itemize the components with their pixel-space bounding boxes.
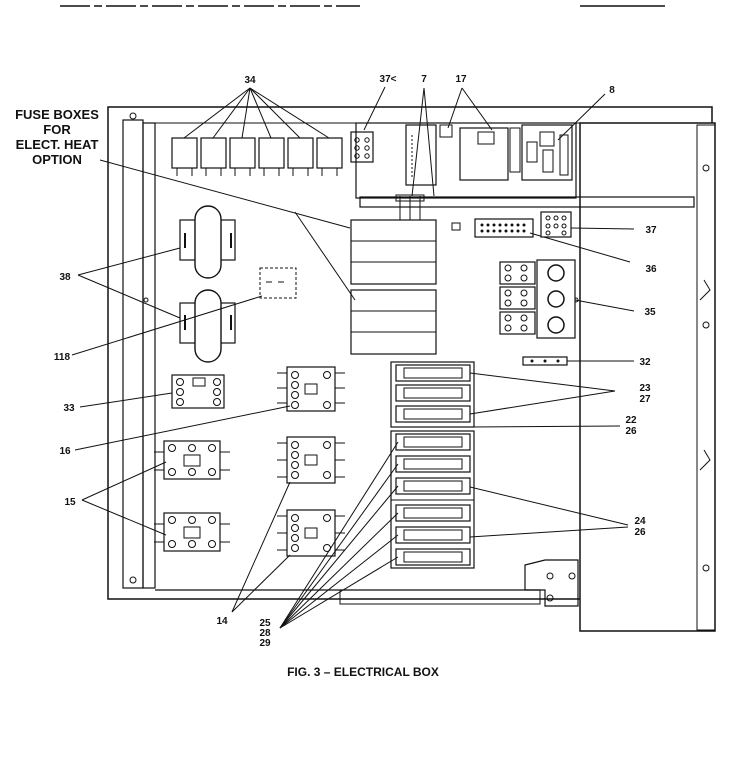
transformer-38-lower: [179, 289, 236, 363]
leader-25-28-29: [279, 441, 399, 629]
fuse-label-line-2: FOR: [43, 122, 71, 137]
callout-118: 118: [54, 352, 71, 363]
leader-8: [557, 93, 606, 141]
callout-17: 17: [455, 74, 467, 85]
callout-32: 32: [639, 357, 651, 368]
leader-22-26: [469, 425, 621, 428]
callout-37-right: 37: [645, 225, 657, 236]
callout-26-a: 26: [625, 426, 637, 437]
leader-34: [183, 87, 330, 139]
terminal-block-37-right: [540, 211, 635, 238]
contactor-16: [74, 366, 345, 451]
contactor-14-upper: [277, 436, 345, 484]
callout-36: 36: [645, 264, 657, 275]
contactor-15-lower: [154, 512, 230, 552]
leader-7: [411, 87, 435, 197]
leader-24-26: [469, 486, 629, 538]
fuse-label-line-3: ELECT. HEAT: [16, 137, 99, 152]
fuse-holders-upper: [390, 361, 475, 428]
callout-22: 22: [625, 415, 637, 426]
contactor-14-lower: [277, 509, 345, 557]
callout-34: 34: [244, 75, 256, 86]
callout-26-b: 26: [634, 527, 646, 538]
callout-8: 8: [609, 85, 615, 96]
callout-25: 25: [259, 618, 271, 629]
terminal-bar-32: [522, 356, 634, 366]
leader-38: [77, 247, 181, 319]
callout-33: 33: [63, 403, 75, 414]
leader-15: [81, 461, 167, 536]
callout-14: 14: [216, 616, 228, 627]
transformer-38-upper: [179, 205, 236, 279]
callout-35: 35: [644, 307, 656, 318]
callout-37-left: 37<: [380, 74, 397, 85]
callout-27: 27: [639, 394, 651, 405]
optional-part-118: [71, 267, 297, 356]
leader-17: [447, 87, 493, 131]
leader-14: [231, 481, 291, 613]
callout-16: 16: [59, 446, 71, 457]
callout-29: 29: [259, 638, 271, 649]
fuse-label-line-4: OPTION: [32, 152, 82, 167]
relay-33: [79, 374, 225, 409]
callout-23: 23: [639, 383, 651, 394]
leader-fuse: [99, 159, 356, 301]
fuse-label-line-1: FUSE BOXES: [15, 107, 99, 122]
terminal-strip-36: [474, 218, 631, 263]
callout-24: 24: [634, 516, 646, 527]
callout-28: 28: [259, 628, 271, 639]
figure-caption: FIG. 3 – ELECTRICAL BOX: [287, 665, 439, 679]
callout-15: 15: [64, 497, 76, 508]
fuse-holders-lower: [390, 430, 475, 569]
contactor-15-upper: [154, 440, 230, 480]
control-panel: [355, 122, 577, 220]
leader-23-27: [469, 372, 616, 415]
callout-38: 38: [59, 272, 71, 283]
contactor-block-35: [499, 259, 635, 339]
fuse-boxes: [350, 219, 437, 355]
callout-7: 7: [421, 74, 427, 85]
relay-row-34: [171, 137, 343, 176]
